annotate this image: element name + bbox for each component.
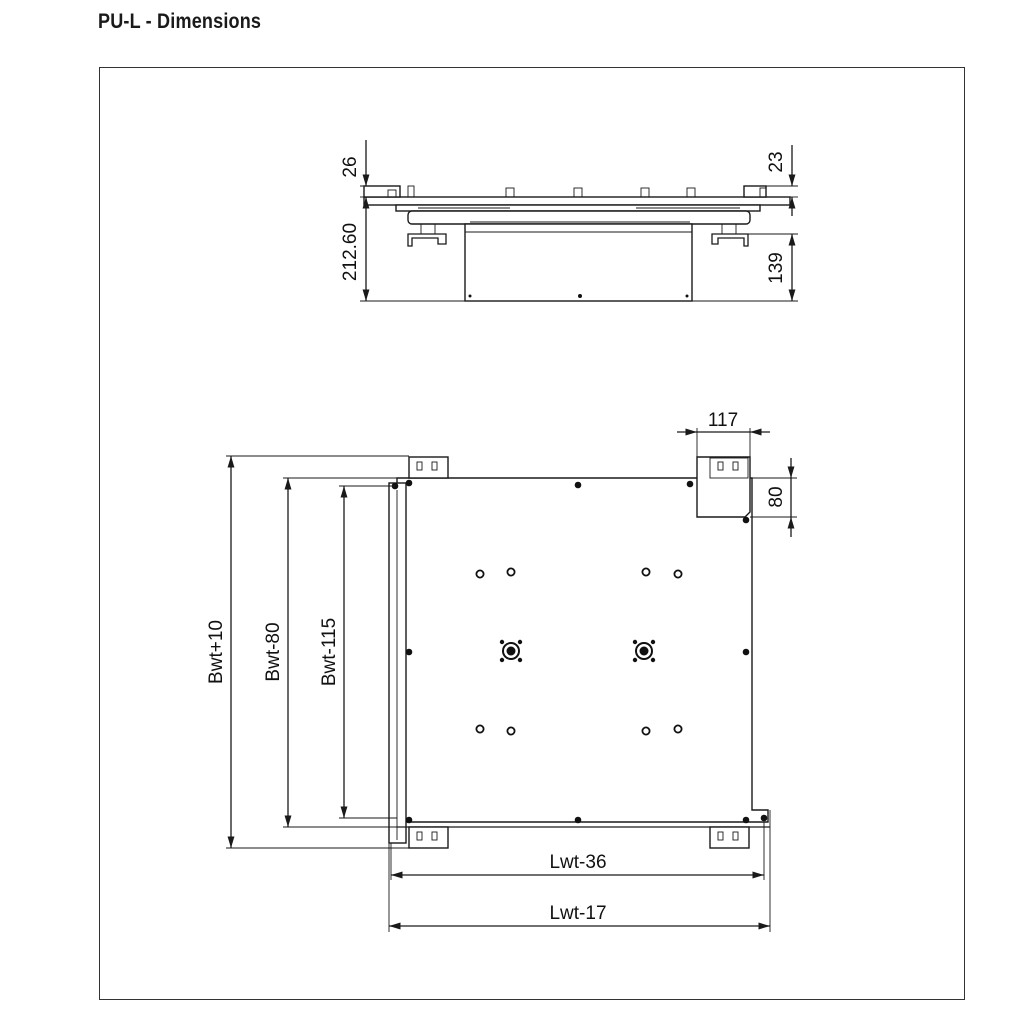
top-right-bracket xyxy=(696,456,751,518)
side-right-foot xyxy=(711,233,749,247)
dim-outer-width: Bwt+10 xyxy=(206,620,227,684)
side-tab xyxy=(640,187,650,198)
center-bolt-right xyxy=(632,639,656,663)
side-view: 26 212.60 23 139 xyxy=(340,140,798,302)
page-title: PU-L - Dimensions xyxy=(98,10,262,33)
top-left-rail xyxy=(388,482,407,844)
dim-side-height-left: 212.60 xyxy=(340,223,361,281)
side-tab xyxy=(505,187,515,198)
dim-side-top-right: 23 xyxy=(766,151,787,172)
drawing-frame xyxy=(99,67,965,1000)
dim-length-inner: Lwt-36 xyxy=(549,852,606,873)
dim-inner-width: Bwt-115 xyxy=(319,618,340,686)
side-left-block xyxy=(363,185,401,198)
top-main-plate xyxy=(396,477,769,823)
dim-bracket-width: 117 xyxy=(708,410,738,431)
center-bolt-left xyxy=(499,639,523,663)
top-left-bracket xyxy=(408,456,449,479)
side-left-foot xyxy=(407,233,447,247)
top-plate-holes xyxy=(391,479,768,824)
side-tab xyxy=(686,187,696,198)
bottom-left-bracket xyxy=(408,826,449,849)
bottom-right-bracket xyxy=(709,826,750,849)
dim-side-height-right: 139 xyxy=(766,252,787,284)
dim-bracket-height: 80 xyxy=(766,486,787,507)
side-top-plate xyxy=(363,196,791,206)
side-body-box xyxy=(464,223,693,302)
dim-mid-width: Bwt-80 xyxy=(263,622,284,681)
side-tab xyxy=(407,185,415,198)
top-view: 117 80 Bwt+10 Bwt-80 Bwt-115 Lwt-36 Lwt- xyxy=(206,410,797,932)
side-tab xyxy=(573,187,583,198)
dim-length-outer: Lwt-17 xyxy=(549,903,606,924)
dim-side-top-left: 26 xyxy=(340,156,361,177)
